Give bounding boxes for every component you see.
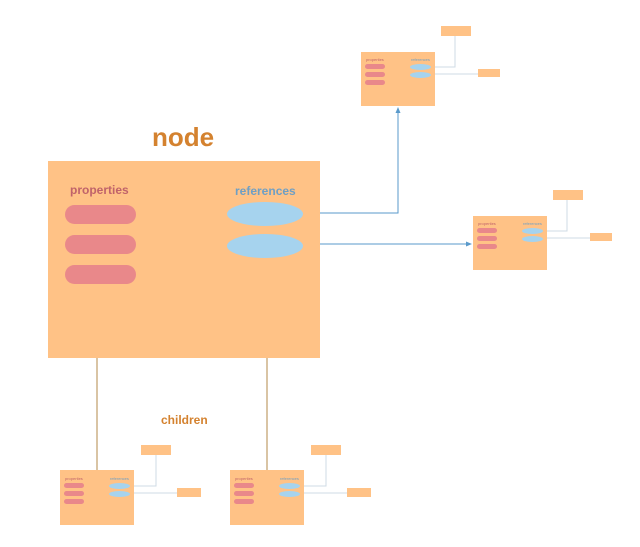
property-item — [65, 265, 136, 284]
mini-reference-item — [410, 72, 431, 78]
mini-property-item — [64, 499, 84, 504]
mini-node-stub — [553, 190, 583, 200]
mini-node-stub — [141, 445, 171, 455]
mini-node-stub — [590, 233, 612, 241]
mini-property-item — [64, 483, 84, 488]
mini-reference-item — [109, 483, 130, 489]
mini-references-label: references — [411, 57, 430, 62]
mini-property-item — [477, 228, 497, 233]
reference-link-top — [302, 111, 399, 214]
mini-property-item — [234, 499, 254, 504]
mini-node-stub — [177, 488, 201, 497]
mini-reference-item — [279, 491, 300, 497]
mini-properties-label: properties — [478, 221, 496, 226]
mini-property-item — [64, 491, 84, 496]
mini-property-item — [365, 64, 385, 69]
mini-reference-item — [109, 491, 130, 497]
mini-property-item — [234, 483, 254, 488]
mini-node-stub — [311, 445, 341, 455]
mini-node-stub — [478, 69, 500, 77]
mini-reference-item — [410, 64, 431, 70]
mini-property-item — [365, 72, 385, 77]
mini-node: properties references — [230, 470, 304, 525]
mini-properties-label: properties — [235, 476, 253, 481]
mini-ref-line — [131, 455, 157, 487]
property-item — [65, 235, 136, 254]
properties-label: properties — [70, 183, 129, 197]
mini-reference-item — [279, 483, 300, 489]
mini-property-item — [477, 236, 497, 241]
mini-reference-item — [522, 228, 543, 234]
mini-references-label: references — [110, 476, 129, 481]
reference-arrow-right — [466, 241, 472, 247]
property-item — [65, 205, 136, 224]
mini-property-item — [365, 80, 385, 85]
children-label: children — [161, 413, 208, 427]
mini-properties-label: properties — [366, 57, 384, 62]
mini-property-item — [234, 491, 254, 496]
main-node: properties references — [48, 161, 320, 358]
mini-node: properties references — [361, 52, 435, 106]
mini-node-stub — [347, 488, 371, 497]
mini-node-stub — [441, 26, 471, 36]
reference-arrow-top — [395, 107, 401, 113]
mini-ref-line — [430, 36, 456, 68]
mini-ref-line — [542, 200, 568, 232]
reference-item — [227, 202, 303, 226]
mini-ref-line — [301, 455, 327, 487]
mini-node: properties references — [60, 470, 134, 525]
references-label: references — [235, 184, 296, 198]
mini-references-label: references — [280, 476, 299, 481]
node-title: node — [152, 122, 215, 152]
reference-item — [227, 234, 303, 258]
mini-reference-item — [522, 236, 543, 242]
mini-properties-label: properties — [65, 476, 83, 481]
mini-property-item — [477, 244, 497, 249]
mini-node: properties references — [473, 216, 547, 270]
mini-references-label: references — [523, 221, 542, 226]
